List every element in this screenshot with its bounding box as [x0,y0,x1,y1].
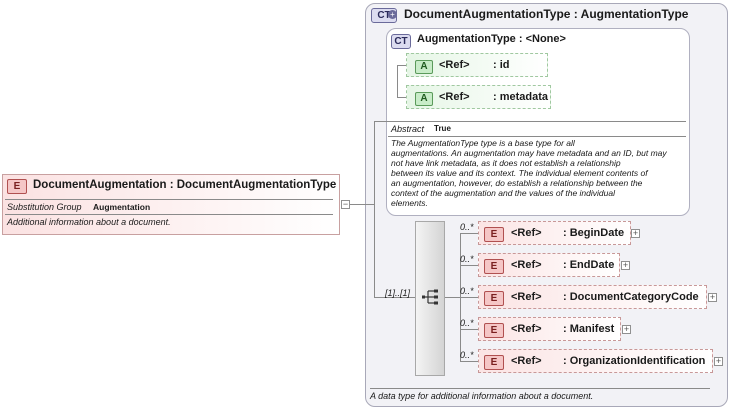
branch-document-category-code [460,297,478,298]
attribute-id[interactable]: A <Ref> : id [406,53,548,77]
doc-line: augmentations. An augmentation may have … [391,148,667,158]
abstract-label: Abstract [391,124,425,134]
attribute-ref: <Ref> [439,91,470,103]
element-organization-identification[interactable]: E <Ref> : OrganizationIdentification [478,349,713,373]
element-badge: E [484,227,504,242]
element-name: : OrganizationIdentification [563,355,706,367]
root-element-box[interactable] [2,174,340,235]
outer-doc-divider [370,388,710,389]
attribute-name: : metadata [493,91,549,103]
element-ref: <Ref> [511,259,542,271]
sequence-icon [422,289,438,305]
root-divider-1 [5,199,333,200]
element-ref: <Ref> [511,227,542,239]
abstract-doc-divider [388,136,686,137]
element-name: : Manifest [563,323,615,335]
attr-connector-vertical [397,65,398,97]
root-divider-2 [5,214,333,215]
sequence-compositor[interactable] [415,221,445,376]
branch-begin-date [460,233,478,234]
element-badge: E [484,291,504,306]
element-name: : DocumentCategoryCode [563,291,699,303]
occurrence-label: 0..* [460,222,474,232]
element-ref: <Ref> [511,355,542,367]
root-element-badge: E [7,179,27,194]
inner-type-doc: The AugmentationType type is a base type… [391,138,667,208]
outer-type-doc: A data type for additional information a… [370,391,594,401]
element-ref: <Ref> [511,291,542,303]
element-manifest[interactable]: E <Ref> : Manifest [478,317,621,341]
trunk-to-sequence-connector [374,297,415,298]
attribute-badge: A [415,92,433,106]
expand-toggle[interactable]: + [622,324,631,334]
trunk-to-base-connector [374,121,388,122]
element-badge: E [484,323,504,338]
occurrence-label: 0..* [460,350,474,360]
doc-line: The AugmentationType type is a base type… [391,138,575,148]
substitution-group-label: Substitution Group [7,202,82,212]
branch-organization-identification [460,361,478,362]
type-extension-icon: + [388,10,397,19]
root-element-title: DocumentAugmentation : DocumentAugmentat… [33,179,337,191]
branch-manifest [460,329,478,330]
attribute-metadata[interactable]: A <Ref> : metadata [406,85,551,109]
element-begin-date[interactable]: E <Ref> : BeginDate [478,221,631,245]
expand-toggle[interactable]: + [708,292,717,302]
expand-toggle[interactable]: + [631,228,640,238]
attribute-ref: <Ref> [439,59,470,71]
sequence-occurrence: [1]..[1] [385,288,411,298]
branch-end-date [460,265,478,266]
attr-connector-id [397,65,407,66]
element-ref: <Ref> [511,323,542,335]
sequence-branch-stub [445,297,460,298]
outer-type-title: DocumentAugmentationType : AugmentationT… [404,7,689,21]
doc-line: between its value and its context. The i… [391,168,648,178]
inner-type-badge: CT [391,34,411,49]
type-trunk-vertical [374,121,375,297]
doc-line: context of the augmentation and the valu… [391,188,615,198]
abstract-value: True [434,124,451,133]
doc-line: elements. [391,198,428,208]
element-document-category-code[interactable]: E <Ref> : DocumentCategoryCode [478,285,707,309]
element-badge: E [484,355,504,370]
root-to-type-connector [350,204,374,205]
doc-line: not have link metadata, as it does not e… [391,158,621,168]
occurrence-label: 0..* [460,318,474,328]
collapse-toggle[interactable]: − [341,199,350,209]
expand-toggle[interactable]: + [621,260,630,270]
element-name: : EndDate [563,259,615,271]
substitution-group-value: Augmentation [93,202,151,212]
attr-connector-metadata [397,97,407,98]
inner-type-title: AugmentationType : <None> [417,33,566,45]
element-badge: E [484,259,504,274]
doc-line: an augmentation, however, do establish a… [391,178,643,188]
element-end-date[interactable]: E <Ref> : EndDate [478,253,620,277]
attribute-badge: A [415,60,433,74]
element-name: : BeginDate [563,227,625,239]
occurrence-label: 0..* [460,286,474,296]
occurrence-label: 0..* [460,254,474,264]
attribute-name: : id [493,59,510,71]
root-element-doc: Additional information about a document. [7,217,171,227]
abstract-divider [388,121,686,122]
expand-toggle[interactable]: + [714,356,723,366]
